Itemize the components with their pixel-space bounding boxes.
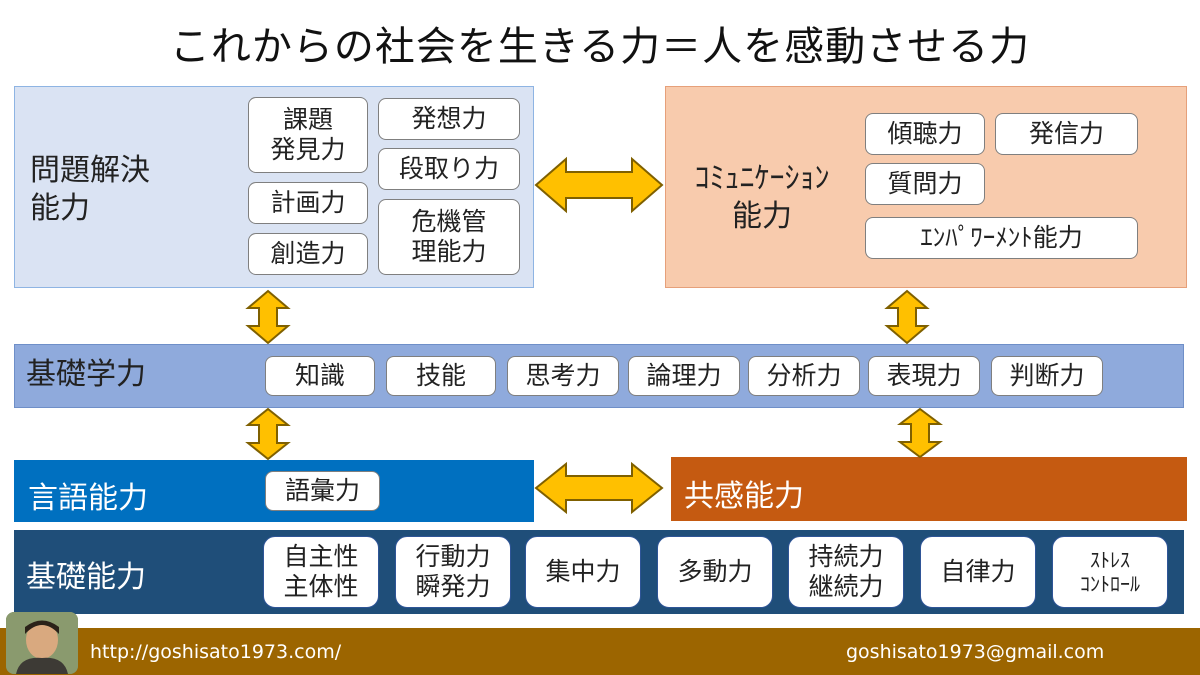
- skill-vocabulary: 語彙力: [265, 471, 380, 511]
- double-arrow-vertical-left-bottom-icon: [245, 407, 291, 461]
- skill-autonomy: 自主性 主体性: [263, 536, 379, 608]
- double-arrow-horizontal-top-icon: [534, 156, 664, 214]
- double-arrow-vertical-right-top-icon: [884, 289, 930, 345]
- double-arrow-vertical-right-bottom-icon: [897, 407, 943, 459]
- skill-crisis-management: 危機管 理能力: [378, 199, 520, 275]
- skill-creativity: 創造力: [248, 233, 368, 275]
- skill-technique: 技能: [386, 356, 496, 396]
- skill-ideation: 発想力: [378, 98, 520, 140]
- double-arrow-horizontal-bottom-icon: [534, 461, 664, 515]
- skill-self-discipline: 自律力: [920, 536, 1036, 608]
- skill-questioning: 質問力: [865, 163, 985, 205]
- skill-issue-finding: 課題 発見力: [248, 97, 368, 173]
- communication-label: ｺﾐｭﾆｹｰｼｮﾝ 能力: [694, 161, 830, 234]
- skill-judgment: 判断力: [991, 356, 1103, 396]
- footer-email-link[interactable]: goshisato1973@gmail.com: [846, 641, 1105, 663]
- skill-planning: 計画力: [248, 182, 368, 224]
- skill-expression: 表現力: [868, 356, 980, 396]
- problem-solving-label: 問題解決 能力: [30, 153, 150, 226]
- double-arrow-vertical-left-top-icon: [245, 289, 291, 345]
- empathy-ability-label: 共感能力: [684, 479, 804, 514]
- skill-transmitting: 発信力: [995, 113, 1138, 155]
- skill-multitasking: 多動力: [657, 536, 773, 608]
- skill-arrangement: 段取り力: [378, 148, 520, 190]
- skill-concentration: 集中力: [525, 536, 641, 608]
- language-ability-label: 言語能力: [28, 481, 148, 516]
- skill-stress-control: ｽﾄﾚｽ ｺﾝﾄﾛｰﾙ: [1052, 536, 1168, 608]
- skill-listening: 傾聴力: [865, 113, 985, 155]
- author-avatar: [6, 612, 78, 674]
- avatar-portrait-icon: [6, 612, 78, 674]
- skill-action: 行動力 瞬発力: [395, 536, 511, 608]
- basic-academic-label: 基礎学力: [26, 357, 146, 392]
- page-title: これからの社会を生きる力＝人を感動させる力: [169, 24, 1031, 70]
- skill-knowledge: 知識: [265, 356, 375, 396]
- skill-thinking: 思考力: [507, 356, 619, 396]
- basic-ability-label: 基礎能力: [26, 560, 146, 595]
- footer-bar: [0, 628, 1200, 675]
- skill-empowerment: ｴﾝﾊﾟﾜｰﾒﾝﾄ能力: [865, 217, 1138, 259]
- empathy-ability-bar: [671, 457, 1187, 521]
- skill-persistence: 持続力 継続力: [788, 536, 904, 608]
- footer-url-link[interactable]: http://goshisato1973.com/: [90, 641, 342, 663]
- skill-analysis: 分析力: [748, 356, 860, 396]
- skill-logic: 論理力: [628, 356, 740, 396]
